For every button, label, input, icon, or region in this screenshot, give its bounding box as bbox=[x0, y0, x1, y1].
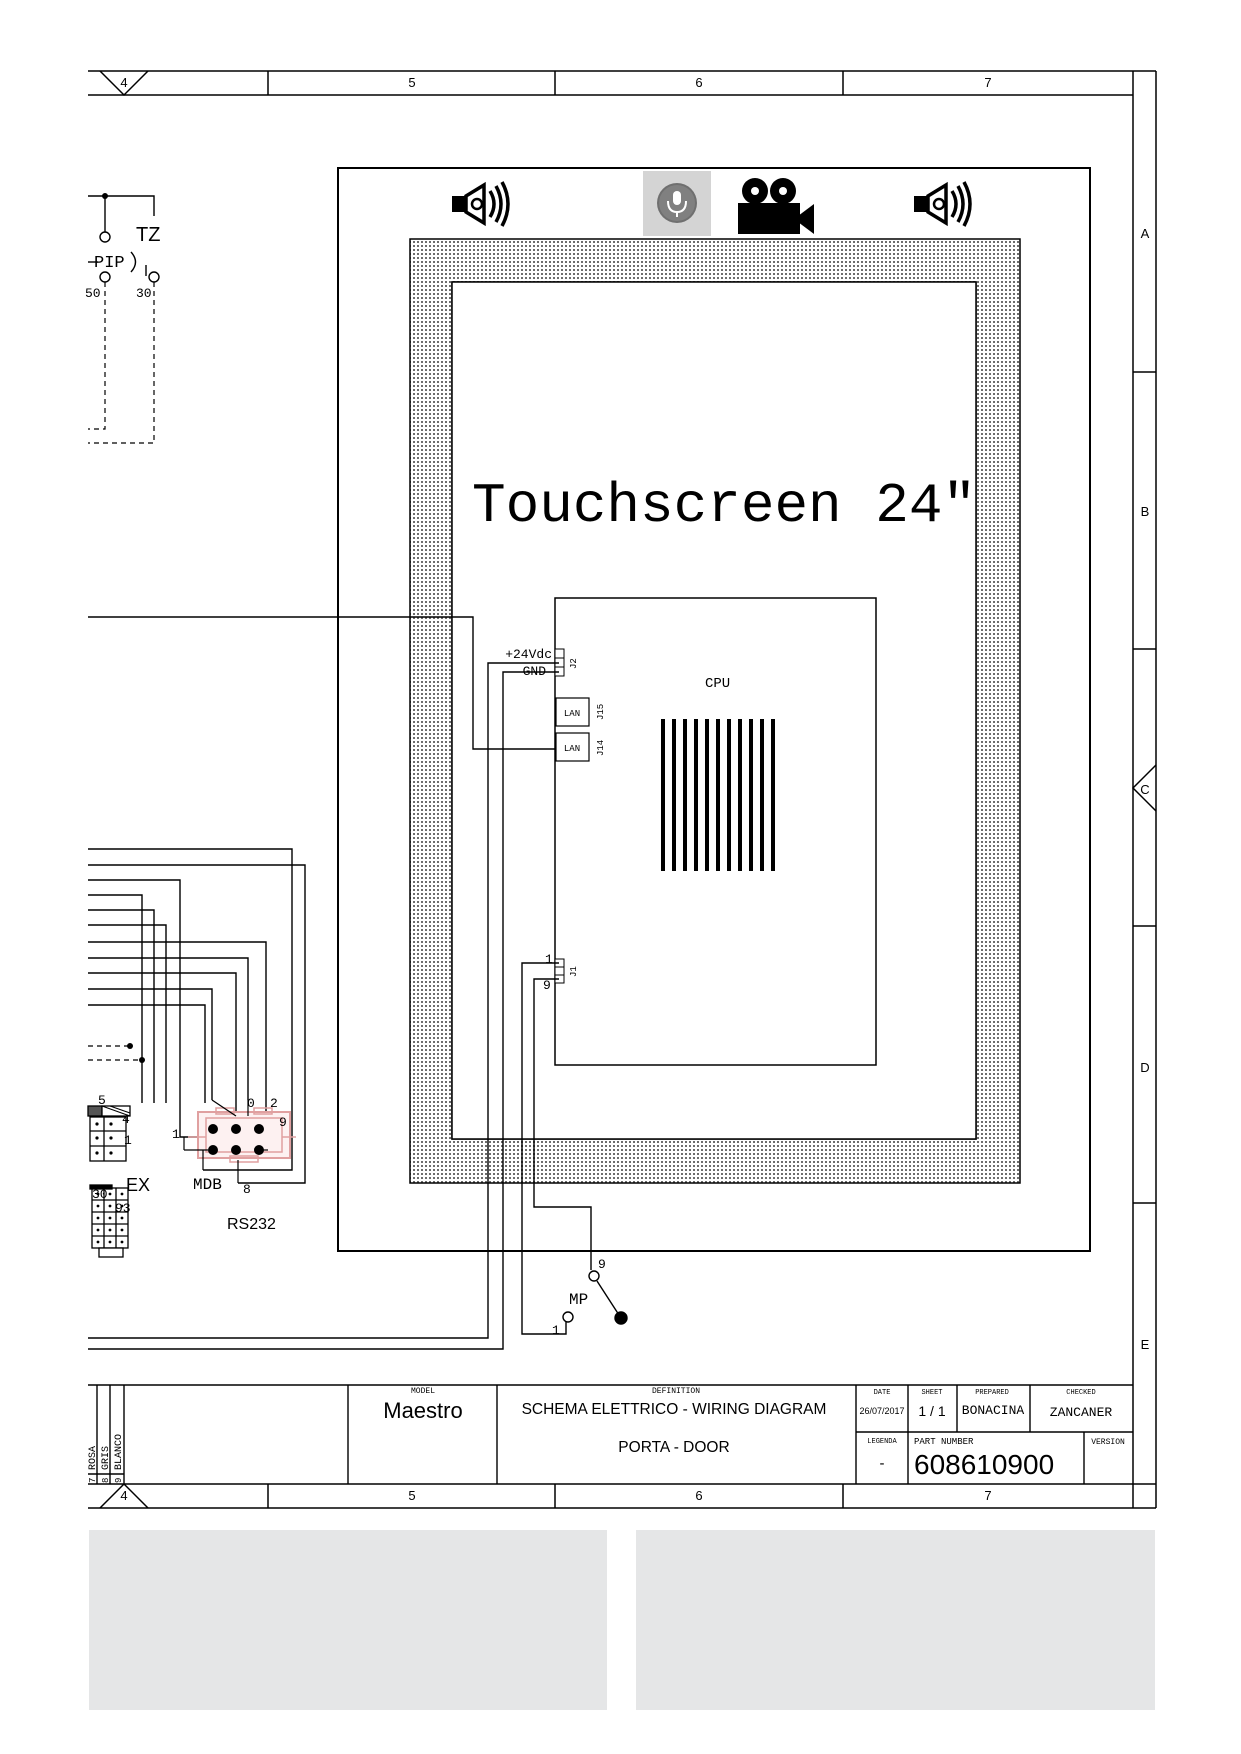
ruler-labels: 4 5 6 7 4 5 6 7 A B C D E bbox=[120, 75, 1149, 1503]
column-label-4-bottom: 4 bbox=[120, 1488, 127, 1503]
bottom-panel-right bbox=[636, 1530, 1155, 1710]
prepared-value: BONACINA bbox=[962, 1403, 1025, 1418]
model-header: MODEL bbox=[411, 1387, 435, 1396]
row-label-d: D bbox=[1140, 1060, 1149, 1075]
pin-1-label: 1 bbox=[124, 1133, 132, 1148]
definition-line-1: SCHEMA ELETTRICO - WIRING DIAGRAM bbox=[522, 1401, 827, 1418]
pin-5-label: 5 bbox=[98, 1093, 106, 1108]
ex-label: EX bbox=[126, 1175, 150, 1195]
ex-terminal-dots bbox=[95, 1122, 124, 1244]
junction-dots bbox=[102, 193, 145, 1063]
part-number-value: 608610900 bbox=[914, 1449, 1054, 1480]
date-value: 26/07/2017 bbox=[859, 1406, 904, 1416]
j1-pin-9: 9 bbox=[543, 978, 551, 993]
legend-header: LEGENDA bbox=[867, 1438, 897, 1446]
sheet-header: SHEET bbox=[921, 1389, 942, 1397]
legend-value: - bbox=[880, 1455, 885, 1472]
mdb-label: MDB bbox=[193, 1176, 222, 1194]
checked-value: ZANCANER bbox=[1050, 1405, 1113, 1420]
connector-j2-label: J2 bbox=[569, 658, 579, 669]
cpu-heatsink bbox=[661, 719, 775, 871]
column-label-4: 4 bbox=[120, 75, 127, 90]
title-block-text: MODEL Maestro DEFINITION SCHEMA ELETTRIC… bbox=[88, 1387, 1125, 1483]
connector-j15-label: J15 bbox=[596, 704, 606, 720]
mdb-pin-0-label: 0 bbox=[247, 1096, 255, 1111]
definition-header: DEFINITION bbox=[652, 1387, 700, 1396]
pin-4-label: 4 bbox=[122, 1112, 130, 1127]
model-value: Maestro bbox=[383, 1398, 462, 1423]
dashed-wiring bbox=[88, 282, 155, 1061]
tz-pip-switches bbox=[99, 231, 160, 283]
cpu-outline bbox=[554, 597, 877, 1066]
pin-93-label: 93 bbox=[115, 1201, 131, 1216]
definition-line-2: PORTA - DOOR bbox=[618, 1439, 729, 1456]
mp-switch bbox=[562, 1270, 628, 1325]
color-legend-num-8: 8 bbox=[101, 1478, 111, 1483]
column-label-6-bottom: 6 bbox=[695, 1488, 702, 1503]
drawing-frame bbox=[88, 70, 1157, 1509]
touchscreen-title: Touchscreen 24" bbox=[472, 474, 976, 538]
pin-50-label: 50 bbox=[85, 286, 101, 301]
row-label-b: B bbox=[1141, 504, 1150, 519]
color-legend-gris: GRIS bbox=[101, 1446, 112, 1470]
pin-30-ex-label: 30 bbox=[92, 1187, 108, 1202]
microphone-icon bbox=[643, 171, 711, 236]
bottom-panel-left bbox=[89, 1530, 607, 1710]
mdb-pin-9-label: 9 bbox=[279, 1115, 287, 1130]
lan-port-j15-label: LAN bbox=[564, 709, 580, 719]
column-label-5-bottom: 5 bbox=[408, 1488, 415, 1503]
cpu-label: CPU bbox=[705, 676, 730, 692]
connector-j14-label: J14 bbox=[596, 740, 606, 756]
version-header: VERSION bbox=[1091, 1438, 1125, 1447]
row-label-a: A bbox=[1141, 226, 1150, 241]
title-block bbox=[88, 1384, 1133, 1484]
column-label-7-bottom: 7 bbox=[984, 1488, 991, 1503]
part-number-header: PART NUMBER bbox=[914, 1437, 974, 1447]
speaker-icon bbox=[452, 181, 510, 227]
connector-j1-label: J1 bbox=[569, 966, 579, 977]
prepared-header: PREPARED bbox=[975, 1389, 1009, 1397]
mdb-pin-1-label: 1 bbox=[172, 1127, 180, 1142]
sheet-value: 1 / 1 bbox=[918, 1403, 945, 1419]
rs232-label: RS232 bbox=[227, 1216, 276, 1233]
column-label-6: 6 bbox=[695, 75, 702, 90]
mp-switch-pin-1: 1 bbox=[552, 1323, 560, 1338]
cpu-board: CPU +24Vdc GND J2 LAN J15 LAN J1 bbox=[505, 597, 877, 1066]
j1-pin-1: 1 bbox=[545, 952, 553, 967]
color-legend-blanco: BLANCO bbox=[114, 1434, 125, 1470]
connector-j2 bbox=[554, 648, 565, 677]
mdb-pin-8-label: 8 bbox=[243, 1182, 251, 1197]
color-legend-rosa: ROSA bbox=[88, 1446, 99, 1470]
mdb-pin-2-label: 2 bbox=[270, 1096, 278, 1111]
lan-port-j14-label: LAN bbox=[564, 744, 580, 754]
mdb-connector bbox=[183, 1099, 296, 1183]
mp-switch-label: MP bbox=[569, 1291, 588, 1309]
checked-header: CHECKED bbox=[1066, 1389, 1095, 1397]
column-label-7: 7 bbox=[984, 75, 991, 90]
enclosure-outline bbox=[337, 167, 1091, 1252]
camera-icon bbox=[738, 178, 814, 234]
mp-switch-pin-9: 9 bbox=[598, 1257, 606, 1272]
speaker-icon bbox=[914, 181, 972, 227]
row-label-c: C bbox=[1140, 782, 1149, 797]
wiring bbox=[88, 195, 592, 1350]
column-label-5: 5 bbox=[408, 75, 415, 90]
lan-port-j14 bbox=[555, 732, 590, 762]
tz-label: TZ bbox=[136, 224, 160, 246]
ex-terminal-block bbox=[87, 1105, 131, 1258]
row-label-e: E bbox=[1141, 1337, 1150, 1352]
lan-port-j15 bbox=[555, 697, 590, 727]
color-legend-num-9: 9 bbox=[114, 1478, 124, 1483]
pip-label: PIP bbox=[94, 254, 125, 273]
date-header: DATE bbox=[874, 1389, 891, 1397]
power-positive-label: +24Vdc bbox=[505, 647, 552, 662]
pin-30-label: 30 bbox=[136, 286, 152, 301]
color-legend-num-7: 7 bbox=[88, 1478, 98, 1483]
